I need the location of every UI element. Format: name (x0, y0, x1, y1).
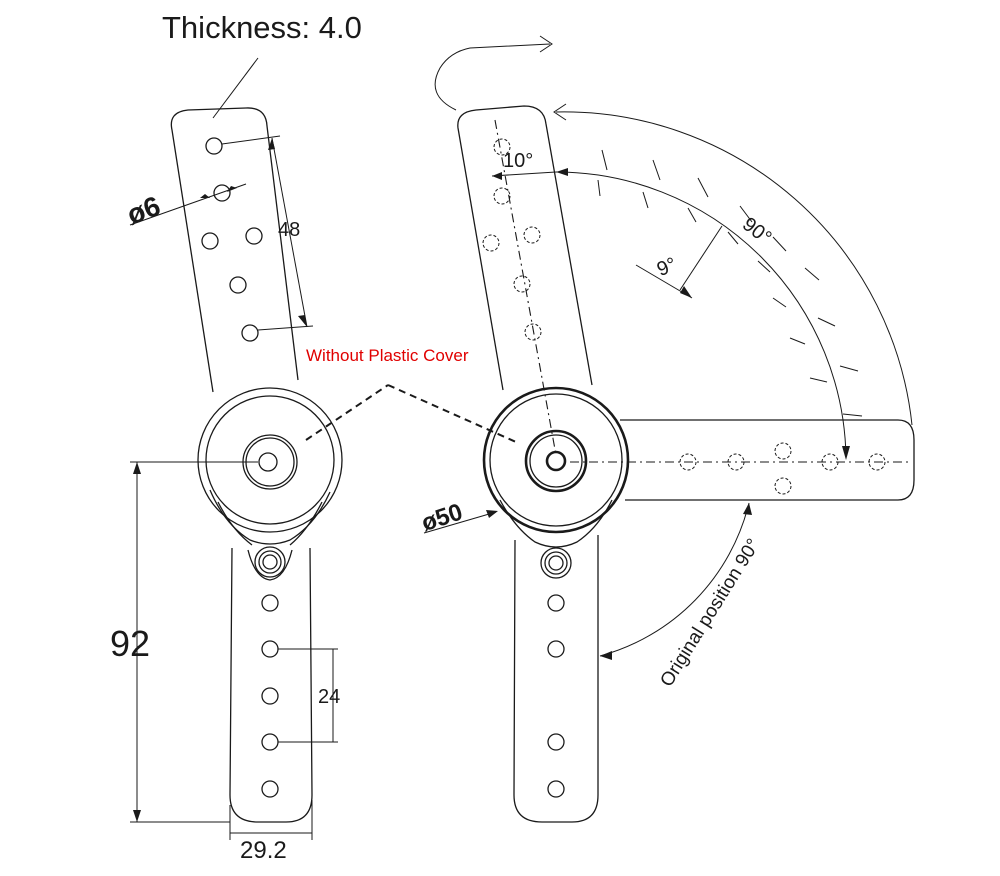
hole (493, 138, 511, 156)
hole (727, 453, 745, 471)
hole (261, 687, 279, 705)
hole (547, 640, 565, 658)
scale-ticks (597, 149, 863, 417)
original-position-label: Original position 90° (656, 535, 764, 691)
hole (679, 453, 697, 471)
hole (493, 187, 511, 205)
right-screw (540, 547, 572, 579)
dim-48-label: 48 (278, 219, 300, 241)
thickness-label: Thickness: 4.0 (162, 10, 362, 45)
right-lower-arm (513, 535, 599, 823)
hole (261, 594, 279, 612)
hole (513, 275, 531, 293)
angle-10-label: 10° (503, 150, 533, 172)
hole (213, 184, 231, 202)
right-upper-holes (482, 138, 542, 341)
left-upper-holes (201, 137, 263, 342)
hole (547, 780, 565, 798)
hole (774, 477, 792, 495)
left-lower-holes (261, 594, 279, 798)
hole (774, 442, 792, 460)
right-lower-holes (547, 594, 565, 798)
dim-24-label: 24 (318, 686, 340, 708)
left-view: Thickness: 4.0 ø6 48 92 (110, 10, 362, 864)
hole (547, 594, 565, 612)
hole (868, 453, 886, 471)
outer-arc (555, 111, 913, 426)
left-hub (197, 387, 343, 546)
rotation-arrow (434, 43, 551, 111)
original-position-arc (599, 502, 750, 657)
angle-10-leader (491, 171, 557, 177)
hole-dia-label: ø6 (123, 190, 164, 230)
left-lower-arm (229, 547, 313, 823)
hole (261, 733, 279, 751)
right-upper-arm (457, 105, 593, 391)
dim-92: 92 (110, 461, 258, 823)
hole (205, 137, 223, 155)
hole (523, 226, 541, 244)
hole (245, 227, 263, 245)
dim-29-2-label: 29.2 (240, 837, 287, 864)
dim-29-2: 29.2 (229, 800, 313, 864)
hole (482, 234, 500, 252)
hole (524, 323, 542, 341)
left-screw (247, 546, 293, 581)
plastic-cover-label: Without Plastic Cover (306, 346, 469, 365)
right-horizontal-arm (620, 419, 915, 501)
right-horizontal-holes (679, 442, 886, 495)
plastic-cover-annotation: Without Plastic Cover (305, 346, 517, 443)
hole-dia-leader (129, 183, 247, 226)
angle-9-label: 9° (654, 254, 680, 282)
hole (229, 276, 247, 294)
scale-arc (555, 171, 847, 459)
dim-48: 48 (221, 135, 314, 331)
left-upper-arm (170, 107, 299, 393)
hole (547, 733, 565, 751)
hole (241, 324, 259, 342)
hole (821, 453, 839, 471)
hole (261, 780, 279, 798)
body-dia-label: ø50 (418, 499, 466, 537)
right-hub (482, 386, 630, 548)
thickness-leader (212, 57, 259, 119)
body-dia-leader (423, 511, 497, 534)
right-view: ø50 (418, 35, 915, 823)
angle-90-label: 90° (738, 213, 775, 249)
hole (201, 232, 219, 250)
hole (261, 640, 279, 658)
dim-24: 24 (278, 648, 340, 743)
dim-92-label: 92 (110, 623, 150, 664)
